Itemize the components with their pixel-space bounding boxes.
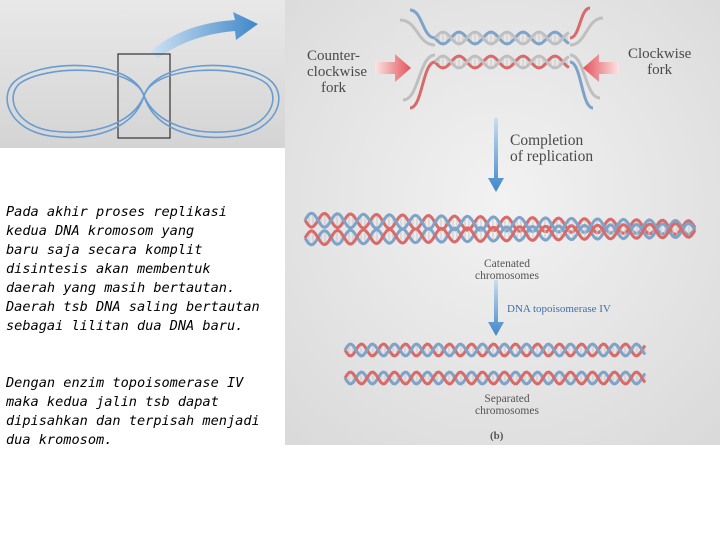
direction-arrow [150, 12, 258, 58]
paragraph-1-line: Daerah tsb DNA saling bertautan [6, 299, 260, 315]
dna-strand [343, 370, 647, 386]
left-red-arrow [375, 54, 411, 82]
paragraph-2-line: dipisahkan dan terpisah menjadi [6, 413, 260, 429]
left-lobe [6, 64, 145, 139]
dna-strand [343, 342, 647, 358]
replication-diagram-panel: Counter- clockwise fork Clockwise fork C… [285, 0, 720, 445]
catenated-helices [303, 211, 697, 247]
fork-arm [409, 60, 436, 110]
zoom-box [117, 53, 171, 139]
right-lobe [143, 64, 280, 139]
right-red-arrow [583, 54, 619, 82]
catenated-label: Catenated chromosomes [475, 258, 539, 282]
fork-arm [569, 60, 594, 110]
counterclockwise-fork-label: Counter- clockwise fork [307, 48, 367, 96]
dna-strand [303, 211, 697, 237]
paragraph-1-line: sebagai lilitan dua DNA baru. [6, 318, 244, 334]
fork-arm [569, 6, 591, 40]
dna-strand [433, 30, 570, 46]
paragraph-2: Dengan enzim topoisomerase IV maka kedua… [6, 374, 306, 450]
completion-arrow [488, 118, 504, 192]
fork-arm [569, 16, 604, 47]
paragraph-2-line: dua kromosom. [6, 432, 113, 448]
right-lobe-inner [143, 69, 274, 133]
paragraph-2-line: Dengan enzim topoisomerase IV [6, 375, 244, 391]
paragraph-1-line: baru saja secara komplit [6, 242, 203, 258]
fork-arm [569, 53, 601, 100]
separated-helices [343, 342, 647, 386]
dna-strand [433, 54, 570, 70]
dna-strand [343, 342, 647, 358]
topoisomerase-arrow [488, 280, 504, 336]
left-lobe-inner [12, 69, 145, 133]
paragraph-2-line: maka kedua jalin tsb dapat [6, 394, 219, 410]
dna-diagram [285, 0, 720, 445]
paragraph-1: Pada akhir proses replikasi kedua DNA kr… [6, 203, 306, 336]
clockwise-fork-label: Clockwise fork [628, 46, 692, 78]
enzyme-label: DNA topoisomerase IV [507, 303, 611, 315]
fork-arm [409, 8, 436, 40]
replicating-circle-thumbnail [0, 0, 285, 148]
fork-arm [402, 53, 436, 102]
paragraph-1-line: Pada akhir proses replikasi [6, 204, 227, 220]
fork-arm [399, 18, 436, 47]
replication-forks [399, 6, 604, 110]
dna-strand [303, 222, 697, 247]
dna-strand [343, 370, 647, 386]
circle-diagram [0, 0, 285, 148]
separated-label: Separated chromosomes [475, 393, 539, 417]
paragraph-1-line: daerah yang masih bertautan. [6, 280, 236, 296]
completion-label: Completion of replication [510, 132, 594, 165]
panel-label: (b) [490, 430, 504, 442]
paragraph-1-line: kedua DNA kromosom yang [6, 223, 195, 239]
paragraph-1-line: disintesis akan membentuk [6, 261, 211, 277]
